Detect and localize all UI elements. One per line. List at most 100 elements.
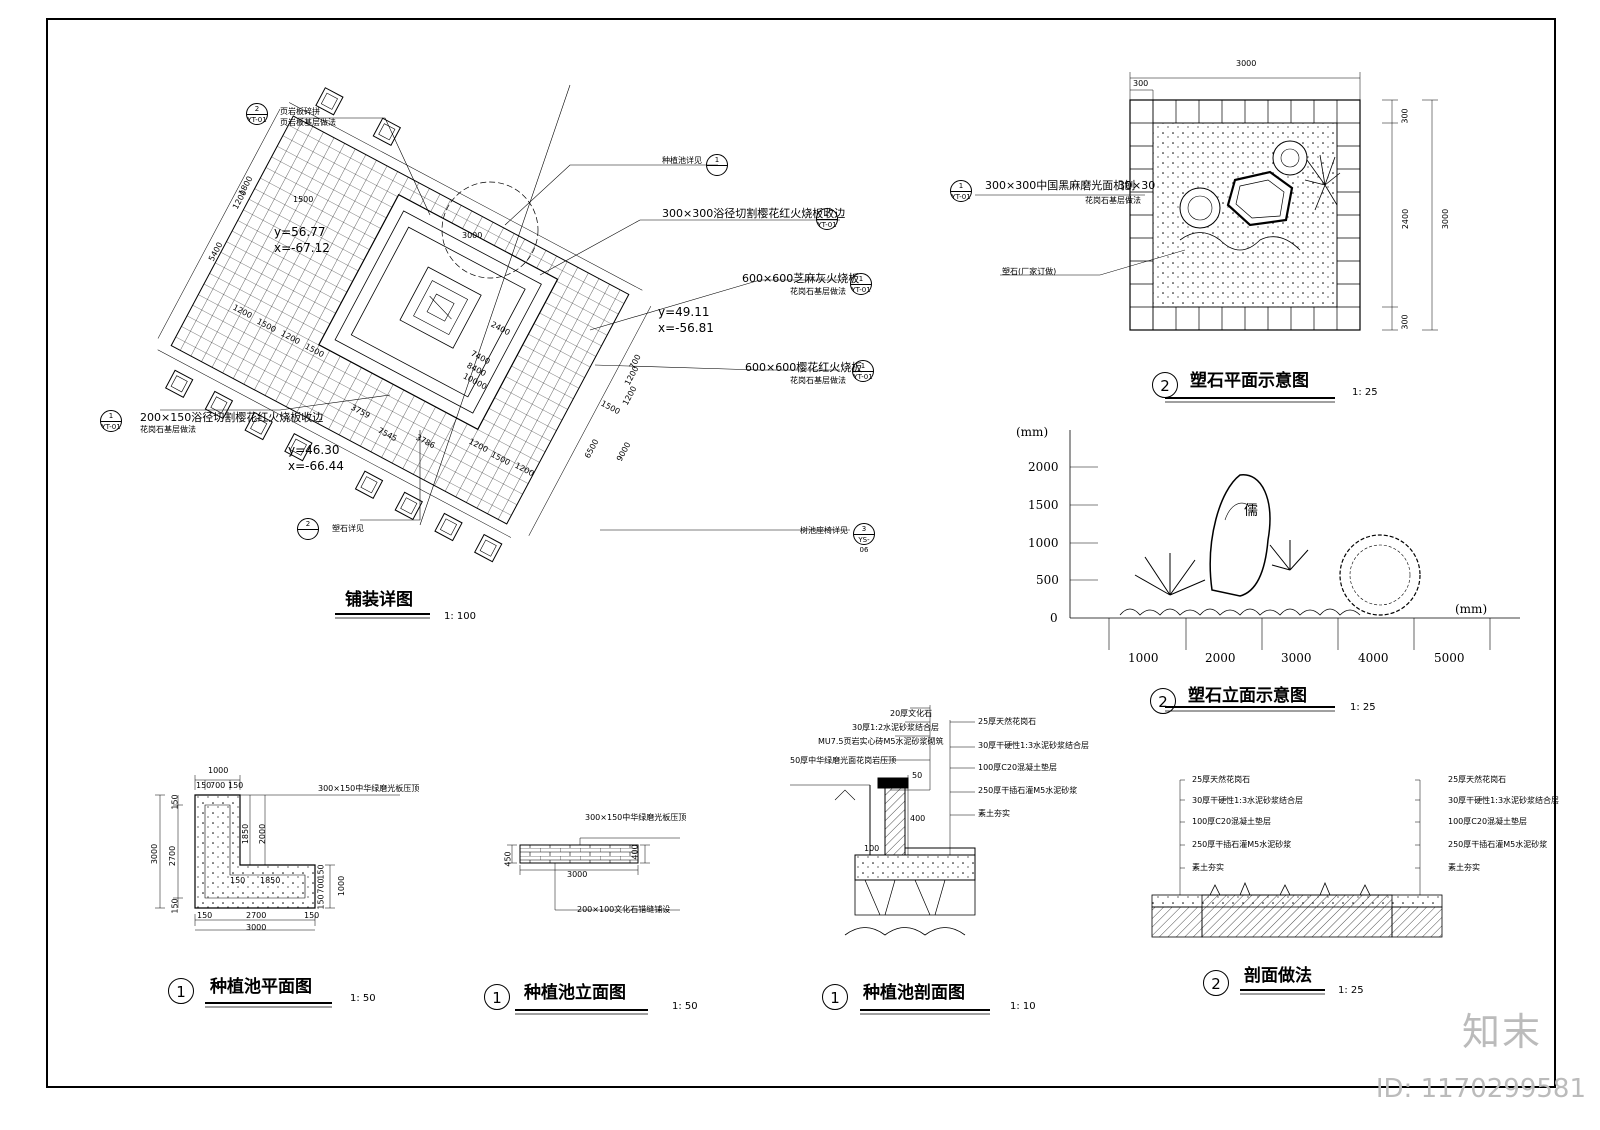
coord-x1: x=-67.12 [274, 241, 330, 255]
pave-left-label: 100厚C20混凝土垫层 [1192, 817, 1272, 826]
dim: 1500 [293, 195, 314, 204]
dim: 150 [304, 911, 320, 920]
y-tick: 1000 [1028, 536, 1059, 550]
label-c600a: 600×600芝麻灰火烧板 [742, 272, 860, 285]
label-rock: 塑石(厂家订做) [1002, 267, 1057, 276]
unit-x: (mm) [1455, 602, 1488, 616]
dim: 3000 [1441, 208, 1451, 230]
label-granite-base: 花岗石基层做法 [790, 287, 846, 296]
dim: 50 [912, 771, 923, 780]
x-tick: 3000 [1281, 651, 1312, 665]
label-tree-ref: 树池座椅详见 [800, 526, 848, 535]
coord-y2: y=49.11 [658, 305, 710, 319]
label-base: 花岗石基层做法 [1085, 196, 1141, 205]
planter-elev-number: 1 [484, 984, 510, 1010]
pave-right-label: 素土夯实 [1448, 863, 1480, 872]
rock-elev-number: 2 [1150, 688, 1176, 714]
dim: 2400 [1401, 208, 1411, 230]
rock-elev-scale: 1: 25 [1350, 702, 1376, 713]
label-granite-base: 花岗石基层做法 [790, 376, 846, 385]
coord-x3: x=-66.44 [288, 459, 344, 473]
label-c600b: 600×600樱花红火烧板 [745, 361, 863, 374]
paving-plan [157, 87, 652, 563]
ref-bubble: 2 [297, 518, 319, 540]
planter-sect-scale: 1: 10 [1010, 1001, 1036, 1012]
label-rock-ref: 塑石详见 [332, 524, 364, 533]
dim: 300 [1400, 314, 1410, 330]
dim: 150 [196, 781, 212, 790]
section-left-label: MU7.5页岩实心砖M5水泥砂浆砌筑 [818, 737, 944, 746]
section-right-label: 素土夯实 [978, 809, 1010, 818]
rock-elev-title: 塑石立面示意图 [1188, 686, 1307, 706]
dim: 150 [228, 781, 244, 790]
label-granite-base: 花岗石基层做法 [140, 425, 196, 434]
planter-plan-title: 种植池平面图 [210, 977, 312, 997]
pave-right-label: 250厚干插石灌M5水泥砂浆 [1448, 840, 1548, 849]
y-tick: 500 [1036, 573, 1059, 587]
y-tick: 0 [1050, 611, 1058, 625]
x-tick: 2000 [1205, 651, 1236, 665]
x-tick: 1000 [1128, 651, 1159, 665]
dim: 150 [170, 794, 180, 810]
rock-plan-number: 2 [1152, 372, 1178, 398]
dim: 700 [210, 781, 226, 790]
rock-inscription: 儒 [1244, 503, 1258, 519]
label-slate: 页岩板碎拼 [280, 107, 320, 116]
section-left-label: 20厚文化石 [890, 709, 933, 718]
dim: 2000 [258, 823, 268, 845]
y-tick: 2000 [1028, 460, 1059, 474]
rock-plan-title: 塑石平面示意图 [1190, 371, 1309, 391]
section-title: 剖面做法 [1244, 966, 1312, 986]
dim: 700 [316, 878, 326, 894]
rock-plan-scale: 1: 25 [1352, 387, 1378, 398]
pave-left-label: 素土夯实 [1192, 863, 1224, 872]
ref-bubble: 1 [706, 154, 728, 176]
dim: 2700 [168, 845, 178, 867]
unit-y: (mm) [1016, 425, 1049, 439]
planter-sect-number: 1 [822, 984, 848, 1010]
label-border-2: 30×30 [1118, 179, 1156, 192]
label-elev-stone: 200×100文化石错缝铺设 [577, 905, 671, 914]
dim: 100 [864, 844, 880, 853]
y-tick: 1500 [1028, 498, 1059, 512]
dim: 400 [630, 844, 640, 860]
label-border: 300×300中国黑麻磨光面机刨 [985, 179, 1136, 192]
dim: 300 [1400, 108, 1410, 124]
pavement-section [1151, 779, 1443, 938]
section-scale: 1: 25 [1338, 985, 1364, 996]
image-id: ID: 1170299581 [1375, 1074, 1586, 1104]
dim: 150 [170, 898, 180, 914]
planter-elev-title: 种植池立面图 [524, 983, 626, 1003]
drawing-frame [46, 18, 1556, 1088]
section-right-label: 100厚C20混凝土垫层 [978, 763, 1058, 772]
dim: 1850 [241, 823, 251, 845]
label-coping: 300×150中华绿磨光板压顶 [318, 784, 420, 793]
brand-logo: 知末 [1461, 1010, 1542, 1054]
section-right-label: 25厚天然花岗石 [978, 717, 1037, 726]
dim: 400 [910, 814, 926, 823]
planter-elevation [507, 837, 680, 911]
dim: 300 [1133, 79, 1149, 88]
coord-x2: x=-56.81 [658, 321, 714, 335]
dim: 3000 [246, 923, 267, 932]
planter-plan-scale: 1: 50 [350, 993, 376, 1004]
x-tick: 4000 [1358, 651, 1389, 665]
pave-left-label: 30厚干硬性1:3水泥砂浆结合层 [1192, 796, 1304, 805]
dim: 1850 [260, 876, 281, 885]
dim: 150 [197, 911, 213, 920]
dim: 3000 [1236, 59, 1257, 68]
label-slate-base: 页岩板基层做法 [280, 118, 336, 127]
planter-plan-number: 1 [168, 978, 194, 1004]
dim: 1000 [337, 875, 347, 897]
rock-elevation [1069, 430, 1520, 650]
section-number: 2 [1203, 970, 1229, 996]
label-c200: 200×150浴径切割樱花红火烧板收边 [140, 411, 324, 424]
planter-elev-scale: 1: 50 [672, 1001, 698, 1012]
section-right-label: 250厚干插石灌M5水泥砂浆 [978, 786, 1078, 795]
